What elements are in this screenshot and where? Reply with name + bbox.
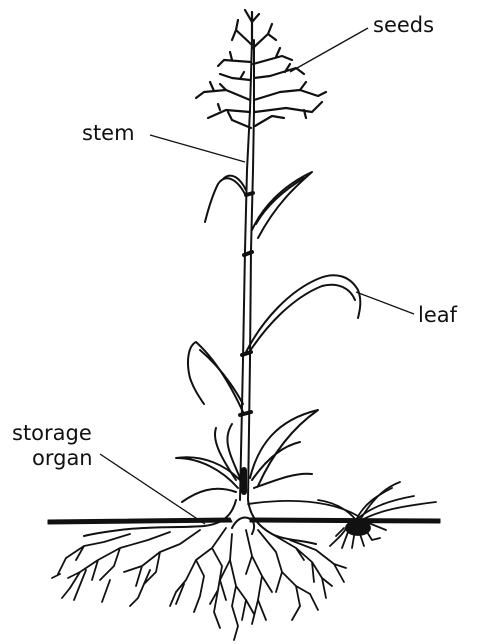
seed-head (196, 10, 326, 128)
storage-organ-label-line2: organ (32, 446, 93, 470)
stem-label: stem (82, 121, 135, 145)
storage-organ-label-line1: storage (12, 421, 92, 445)
plant-leaves (176, 172, 360, 502)
side-plant (248, 482, 436, 548)
leaf-label: leaf (418, 303, 458, 327)
plant-roots (52, 528, 346, 640)
seeds-label: seeds (373, 13, 434, 37)
ground-line (48, 518, 440, 524)
label-leaders (100, 28, 414, 524)
plant-stem (240, 40, 254, 500)
